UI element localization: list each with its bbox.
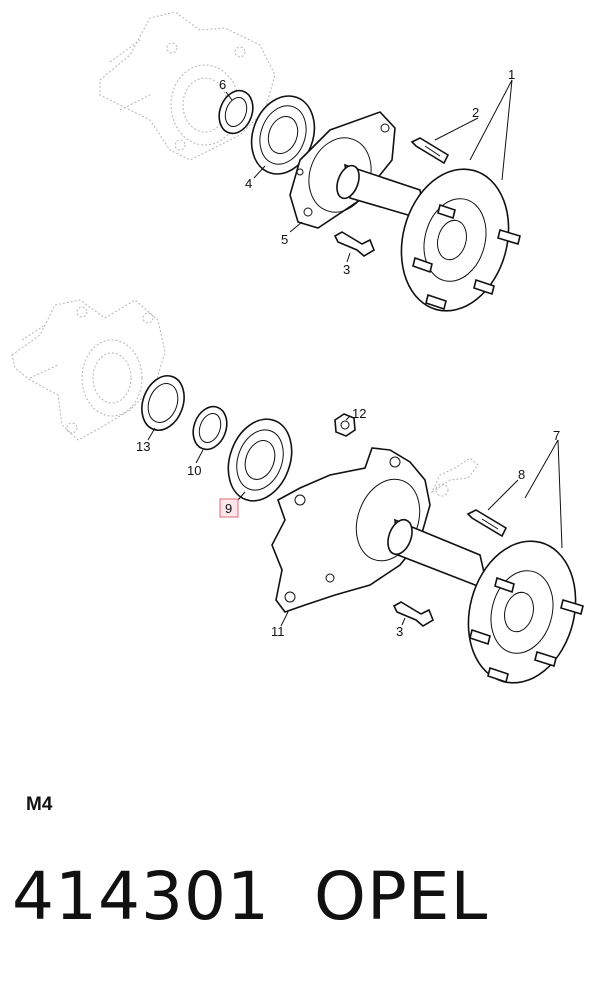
leader-1a [469,79,513,161]
callout-3-lower: 3 [396,624,403,639]
part-6-seal-ring [218,89,254,135]
abs-sensor-ghost [430,457,479,497]
leader-9 [237,491,246,501]
leader-11 [280,611,289,627]
part-12-nut [334,413,356,437]
upper-assembly: 1 2 3 4 5 6 [99,11,521,312]
callout-4: 4 [245,176,252,191]
part-13-seal [141,375,185,431]
leader-8 [487,479,519,511]
leader-7a [524,439,559,499]
callout-13: 13 [136,439,150,454]
leader-1b [501,79,513,181]
callout-2: 2 [472,105,479,120]
part-3-bolt-lower [392,601,434,627]
part-10-ring [192,405,228,451]
leader-10 [195,449,204,464]
part-8-bolt [466,509,508,538]
part-2-bolt [410,137,450,165]
brand-name: OPEL [314,858,489,935]
callout-12: 12 [352,406,366,421]
callout-3-upper: 3 [343,262,350,277]
callout-6: 6 [219,77,226,92]
leader-3u [346,252,351,263]
leader-4 [253,165,266,179]
callout-11: 11 [271,624,285,639]
lower-assembly: 7 8 3 9 10 11 12 13 [11,299,584,684]
part-number: 414301 [12,858,270,935]
leader-6 [225,91,233,101]
callout-5: 5 [281,232,288,247]
part-1-wheel-hub [400,168,521,312]
upper-axle-housing-ghost [99,11,276,161]
part-9-bearing [227,418,293,502]
lower-axle-housing-ghost [11,299,166,441]
leader-2 [434,117,479,141]
leader-3l [401,617,406,626]
part-4-bearing [250,95,316,175]
model-code: M4 [26,794,53,815]
callout-1: 1 [508,67,515,82]
part-7-wheel-hub [467,540,584,684]
leader-7b [557,439,563,549]
leader-5 [289,221,303,233]
callout-10: 10 [187,463,201,478]
part-3-bolt-upper [333,231,375,257]
upper-axle-shaft [336,163,426,222]
callout-8: 8 [518,467,525,482]
callout-9-highlight [219,498,239,518]
leader-13 [147,427,156,441]
lower-axle-shaft [387,518,490,592]
callout-9: 9 [225,501,232,516]
callout-7: 7 [553,428,560,443]
leader-12 [345,415,351,421]
